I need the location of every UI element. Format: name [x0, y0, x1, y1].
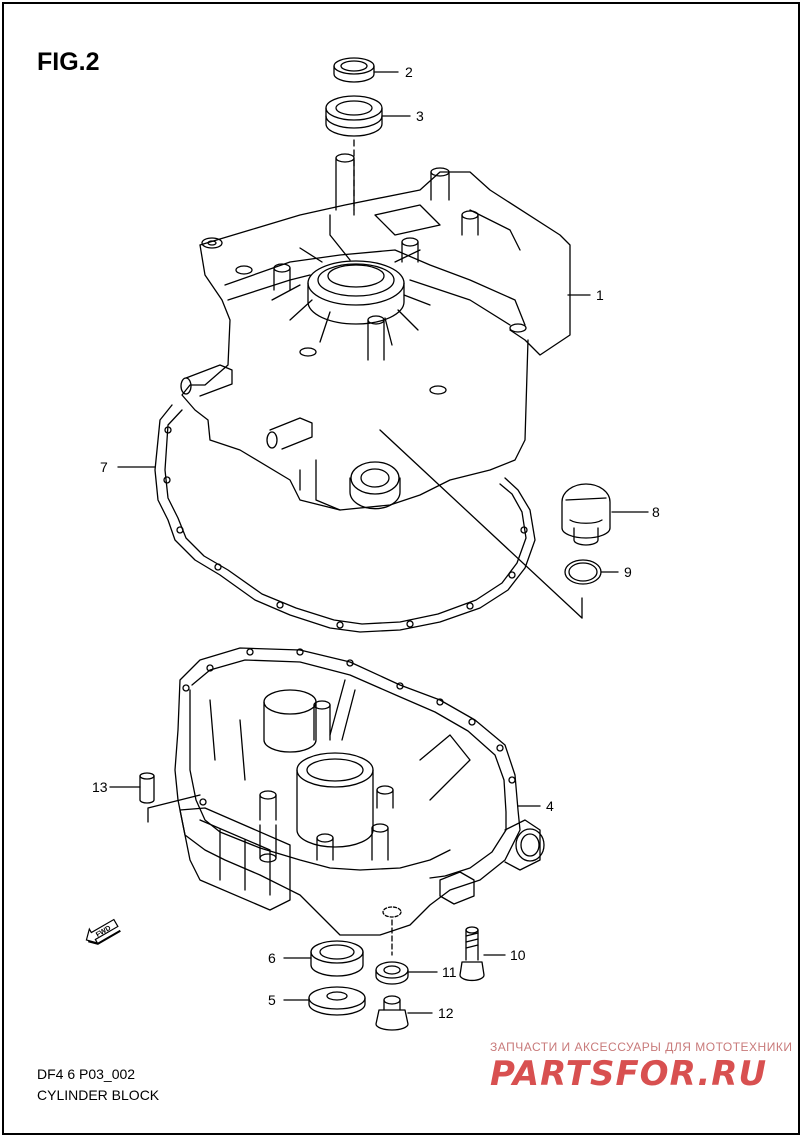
callout-1: 1 [596, 287, 604, 303]
figure-title: FIG.2 [37, 48, 100, 76]
part-9-o-ring[interactable] [564, 559, 602, 585]
watermark-logo: PARTSFOR.RU [490, 1054, 768, 1094]
callout-13: 13 [92, 779, 108, 795]
callout-5: 5 [268, 992, 276, 1008]
watermark-subtitle: ЗАПЧАСТИ И АКСЕССУАРЫ ДЛЯ МОТОТЕХНИКИ [490, 1040, 793, 1054]
part-5-washer[interactable] [308, 986, 366, 1016]
callout-2: 2 [405, 64, 413, 80]
callout-9: 9 [624, 564, 632, 580]
part-2-oil-seal[interactable] [333, 57, 375, 83]
part-6-oil-seal[interactable] [310, 940, 364, 977]
part-3-bearing[interactable] [325, 95, 383, 137]
part-10-bolt[interactable] [459, 926, 485, 982]
callout-11: 11 [442, 964, 457, 980]
fwd-arrow-icon: FWD [85, 918, 121, 945]
callout-12: 12 [438, 1005, 454, 1021]
part-1-cylinder-block[interactable] [180, 153, 583, 619]
callout-7: 7 [100, 459, 108, 475]
part-7-gasket[interactable] [154, 404, 536, 633]
callout-4: 4 [546, 798, 554, 814]
callout-10: 10 [510, 947, 526, 963]
part-11-gasket-washer[interactable] [375, 961, 409, 985]
callout-6: 6 [268, 950, 276, 966]
part-12-drain-bolt[interactable] [375, 995, 409, 1031]
part-13-dowel-pin[interactable] [139, 772, 155, 804]
part-4-crankcase[interactable] [147, 647, 545, 956]
callout-3: 3 [416, 108, 424, 124]
leader-lines [109, 71, 649, 1014]
callout-8: 8 [652, 504, 660, 520]
diagram-code: DF4 6 P03_002 [37, 1066, 136, 1082]
part-8-drain-plug[interactable] [561, 483, 611, 546]
diagram-caption: CYLINDER BLOCK [37, 1087, 160, 1103]
